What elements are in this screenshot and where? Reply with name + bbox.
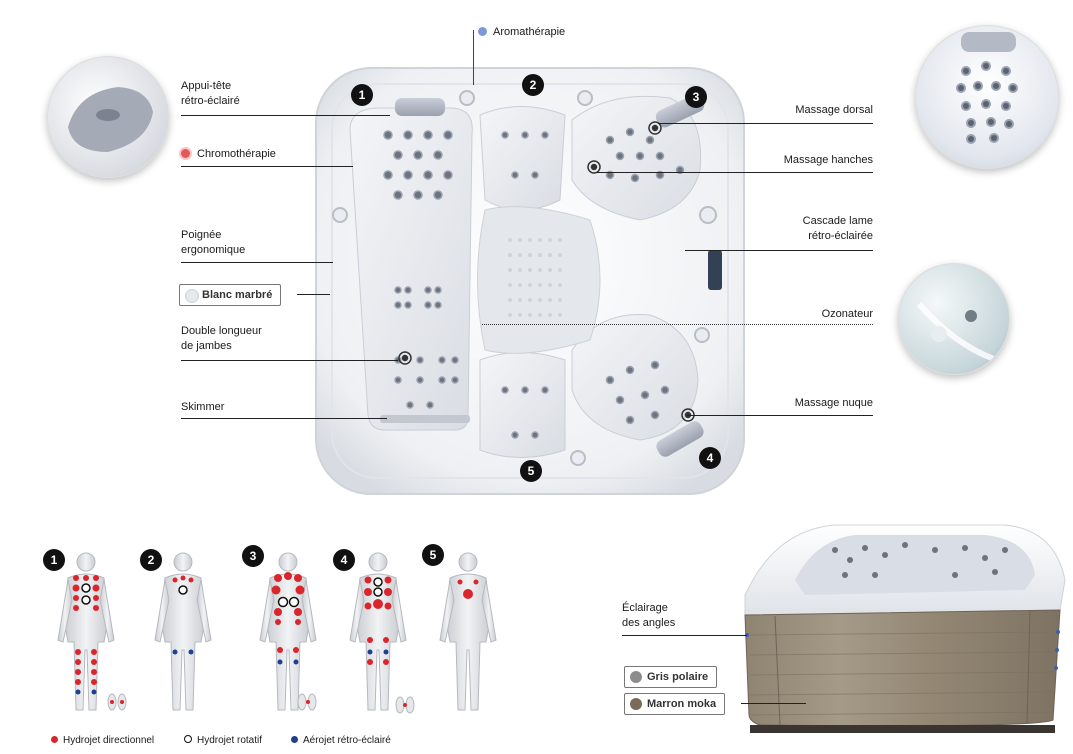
cascade-photo (898, 263, 1010, 375)
zone-number-3: 3 (242, 545, 264, 567)
label-massage-hanches: Massage hanches (783, 154, 873, 166)
seat-number-5: 5 (520, 460, 542, 482)
back-jets-photo (915, 25, 1059, 169)
color-swatch (185, 289, 199, 303)
seat-number-3: 3 (685, 86, 707, 108)
label-chromotherapie: Chromothérapie (181, 147, 276, 162)
spa-top-view (315, 67, 745, 495)
legend-hydrojet-rotatif: Hydrojet rotatif (184, 735, 262, 747)
massage-zones-diagram (57, 552, 497, 714)
aroma-flower-icon (478, 27, 487, 36)
label-massage-dorsal: Massage dorsal (795, 104, 873, 116)
color-chip-blanc-marbre[interactable]: Blanc marbré (179, 284, 282, 306)
seat-number-2: 2 (522, 74, 544, 96)
label-massage-nuque: Massage nuque (794, 397, 873, 409)
label-ozonateur: Ozonateur (821, 308, 873, 320)
color-swatch (630, 698, 642, 710)
legend-aerojet: Aérojet rétro-éclairé (291, 735, 391, 747)
zone-number-4: 4 (333, 549, 355, 571)
seat-number-1: 1 (351, 84, 373, 106)
label-aromatherapie: Aromathérapie (478, 25, 565, 40)
seat-number-4: 4 (699, 447, 721, 469)
zone-number-2: 2 (140, 549, 162, 571)
headrest-photo (47, 56, 169, 178)
spa-side-view (744, 524, 1066, 733)
color-chip-marron-moka[interactable]: Marron moka (624, 693, 726, 715)
color-chip-gris-polaire[interactable]: Gris polaire (624, 666, 718, 688)
zone-number-5: 5 (422, 544, 444, 566)
color-swatch (630, 671, 642, 683)
red-dot-icon (51, 736, 58, 743)
ring-icon (184, 735, 192, 743)
blue-dot-icon (291, 736, 298, 743)
chromotherapie-icon (181, 149, 190, 158)
label-skimmer: Skimmer (181, 401, 225, 413)
zone-number-1: 1 (43, 549, 65, 571)
legend-hydrojet-directionnel: Hydrojet directionnel (51, 735, 154, 747)
